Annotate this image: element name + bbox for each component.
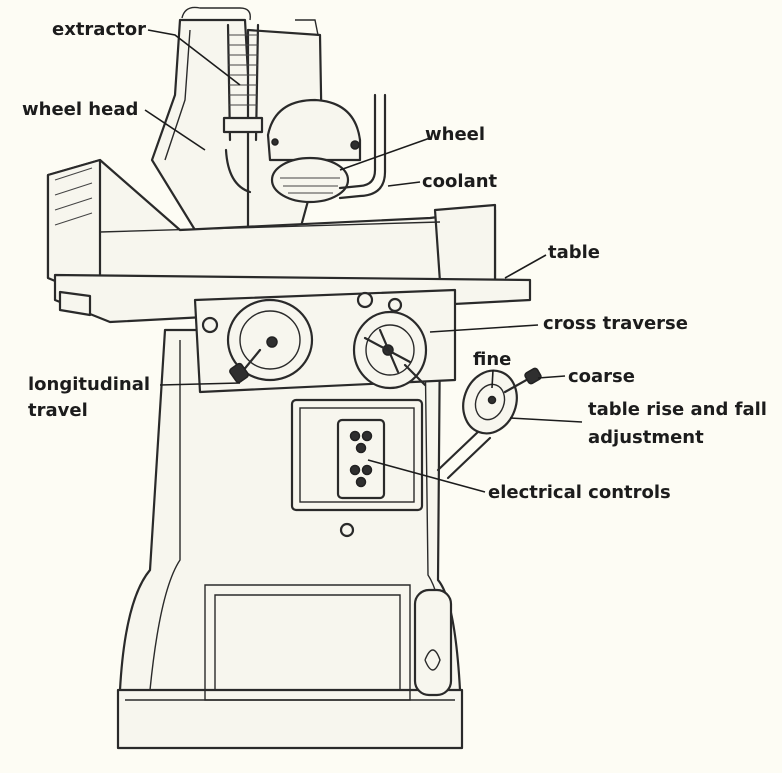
- rise-fall-handwheel: [436, 367, 542, 480]
- label-cross-traverse: cross traverse: [543, 313, 688, 334]
- label-extractor: extractor: [52, 19, 146, 40]
- leader-table-rise-fall: [509, 417, 583, 423]
- label-coarse: coarse: [568, 366, 635, 387]
- leader-coolant: [387, 181, 421, 187]
- leader-coarse: [537, 375, 566, 379]
- electrical-panel: [290, 398, 424, 538]
- label-table: table: [548, 242, 601, 263]
- leader-wheel-head: [144, 109, 206, 151]
- saddle: [193, 288, 457, 394]
- label-coolant: coolant: [422, 171, 498, 192]
- label-table-rise-fall-line1: table rise and fall: [588, 399, 767, 420]
- label-electrical-controls: electrical controls: [488, 482, 671, 503]
- machine-base: [116, 328, 464, 750]
- label-wheel-head: wheel head: [22, 99, 139, 120]
- leader-lines: [144, 29, 583, 493]
- leader-cross-traverse: [429, 324, 539, 333]
- leader-table: [504, 254, 547, 279]
- leader-wheel: [339, 137, 431, 171]
- leader-fine: [491, 369, 494, 389]
- leader-electrical-controls: [367, 459, 486, 493]
- leader-extractor: [147, 29, 241, 86]
- label-fine: fine: [473, 349, 512, 370]
- label-table-rise-fall-line2: adjustment: [588, 427, 704, 448]
- label-longitudinal-travel-line2: travel: [28, 400, 88, 421]
- wheel-head-column: [150, 6, 387, 232]
- label-wheel: wheel: [425, 124, 486, 145]
- label-longitudinal-travel-line1: longitudinal: [28, 374, 151, 395]
- leader-longitudinal-travel: [159, 382, 241, 386]
